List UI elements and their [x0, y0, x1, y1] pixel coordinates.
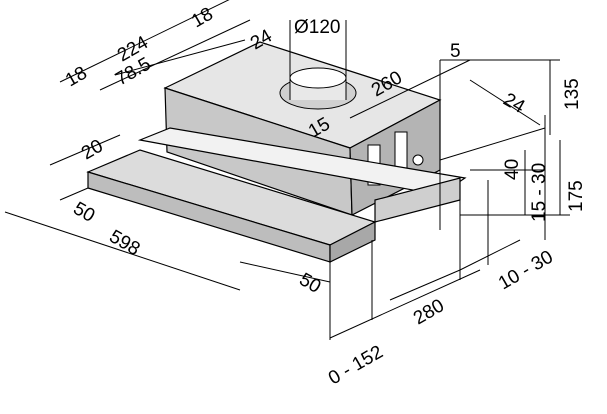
- dim-rear-offset: 24: [500, 89, 529, 118]
- dim-front-panel: 20: [78, 136, 107, 165]
- dim-cutout-height: 40: [502, 159, 523, 180]
- dim-front-side: 50: [70, 198, 99, 227]
- hood-slide-drawer: [86, 127, 467, 263]
- dim-height-body: 135: [562, 78, 583, 110]
- dim-depth-lower: 280: [410, 295, 448, 329]
- dim-extension: 0 - 152: [325, 342, 387, 390]
- dim-duct-center: 78.5: [112, 54, 155, 91]
- dim-front-depth: 50: [296, 269, 325, 298]
- dim-adjust-height: 15 - 30: [529, 163, 550, 222]
- dim-rear-gap: 5: [450, 41, 461, 62]
- dimension-lines: [4, 0, 570, 340]
- duct-outlet: [279, 67, 357, 110]
- dim-total-height: 175: [566, 180, 587, 212]
- dim-left-edge: 18: [62, 63, 91, 92]
- dim-duct-diameter: Ø120: [294, 17, 340, 38]
- dim-rear-adjust: 10 - 30: [495, 247, 557, 295]
- dim-total-width: 598: [106, 226, 144, 260]
